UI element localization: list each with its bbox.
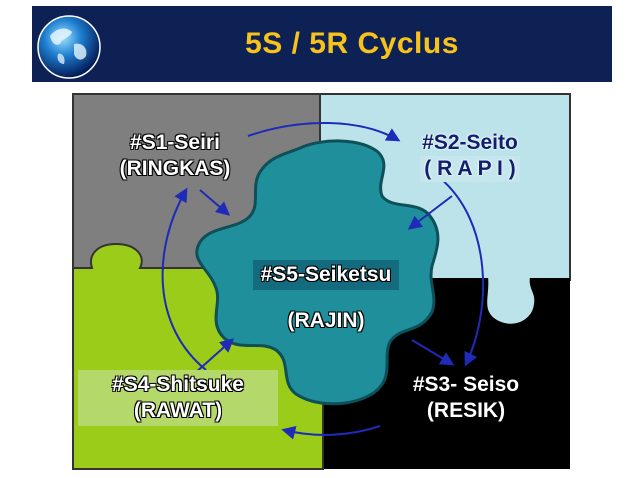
label-s2-name: #S2-Seito — [422, 131, 518, 154]
arrow-s4-to-s5 — [193, 338, 235, 375]
label-s1-sub: (RINGKAS) — [119, 157, 231, 180]
arrow-s4-to-s1 — [161, 187, 207, 371]
arrow-s2-to-s5 — [407, 195, 453, 230]
label-s3-name: #S3- Seiso — [412, 373, 520, 396]
cycle-arrows — [161, 121, 485, 440]
arrow-s2-to-s3 — [439, 177, 485, 367]
label-s5-sub: (RAJIN) — [287, 309, 365, 332]
label-s5: #S5-Seiketsu (RAJIN) — [228, 260, 424, 334]
label-s1: #S1-Seiri (RINGKAS) — [100, 130, 250, 182]
arrow-s1-to-s2 — [247, 121, 401, 142]
label-s4: #S4-Shitsuke (RAWAT) — [78, 370, 278, 426]
label-s4-name: #S4-Shitsuke — [112, 373, 244, 396]
arrow-s1-to-s5 — [199, 189, 231, 216]
label-s5-name: #S5-Seiketsu — [252, 260, 400, 290]
arrow-s3-to-s5 — [411, 339, 455, 366]
piece-s2-tab — [487, 276, 535, 324]
title-banner: 5S / 5R Cyclus — [32, 6, 612, 82]
label-s3-sub: (RESIK) — [426, 399, 506, 422]
label-s4-sub: (RAWAT) — [133, 399, 223, 422]
label-s3: #S3- Seiso (RESIK) — [386, 372, 546, 424]
label-s2-sub: ( R A P I ) — [420, 156, 520, 182]
page-title: 5S / 5R Cyclus — [245, 27, 459, 60]
globe-icon — [37, 15, 101, 79]
arrow-s3-to-s4 — [281, 425, 381, 440]
label-s2: #S2-Seito ( R A P I ) — [395, 130, 545, 182]
label-s1-name: #S1-Seiri — [130, 131, 220, 154]
